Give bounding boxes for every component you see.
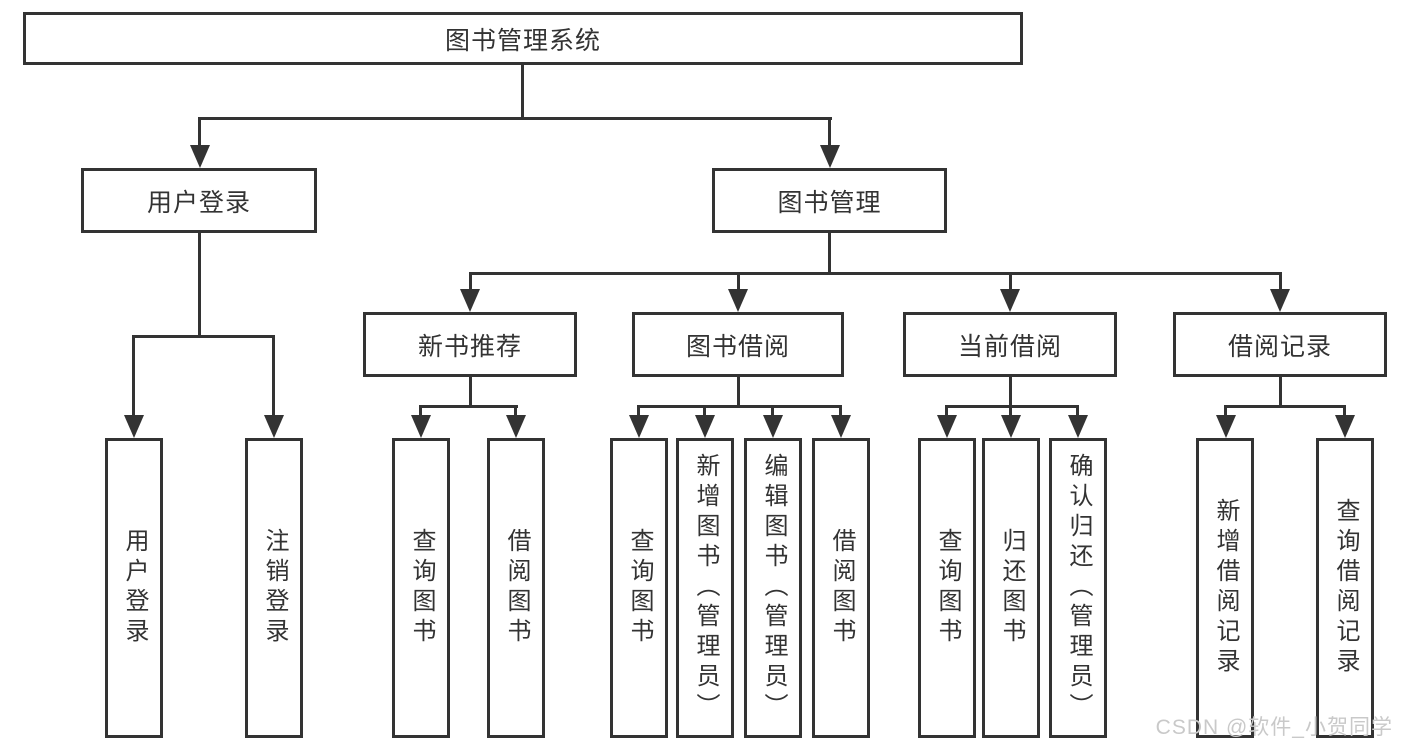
csdn-watermark: CSDN @软件_小贺同学	[1155, 716, 1393, 739]
node-label: 注销登录	[261, 528, 288, 648]
connector-stem	[828, 233, 831, 275]
connector-stem	[1224, 405, 1227, 418]
connector-stem	[737, 272, 740, 292]
arrowhead-down	[937, 415, 957, 438]
node-label: 图书管理	[777, 188, 882, 217]
arrowhead-down	[124, 415, 144, 438]
connector-stem	[737, 377, 740, 407]
leaf-return-books: 归还图书	[982, 438, 1040, 738]
arrowhead-down	[190, 145, 210, 168]
arrowhead-down	[820, 145, 840, 168]
leaf-add-borrow-record: 新增借阅记录	[1196, 438, 1254, 738]
node-new-book-recommendation: 新书推荐	[363, 312, 577, 377]
arrowhead-down	[506, 415, 526, 438]
node-label: 图书借阅	[685, 332, 790, 361]
connector-stem	[945, 405, 948, 418]
connector-stem	[1279, 272, 1282, 292]
arrowhead-down	[831, 415, 851, 438]
arrowhead-down	[629, 415, 649, 438]
node-library-system: 图书管理系统	[23, 12, 1023, 65]
arrowhead-down	[1335, 415, 1355, 438]
node-borrowing-records: 借阅记录	[1173, 312, 1387, 377]
connector-stem	[1076, 405, 1079, 418]
node-label: 新增图书（管理员）	[692, 453, 719, 723]
node-label: 查询图书	[408, 528, 435, 648]
node-label: 借阅图书	[503, 528, 530, 648]
node-label: 归还图书	[998, 528, 1025, 648]
connector-level3-rail	[469, 272, 1282, 275]
connector-rail	[419, 405, 518, 408]
arrowhead-down	[264, 415, 284, 438]
leaf-user-login: 用户登录	[105, 438, 163, 738]
connector-rail	[1224, 405, 1346, 408]
leaf-query-books-recommend: 查询图书	[392, 438, 450, 738]
leaf-query-books-borrowing: 查询图书	[610, 438, 668, 738]
node-book-borrowing: 图书借阅	[632, 312, 844, 377]
connector-rail	[637, 405, 842, 408]
node-label: 当前借阅	[957, 332, 1062, 361]
arrowhead-down	[1270, 289, 1290, 312]
node-user-login: 用户登录	[81, 168, 317, 233]
leaf-logout-login: 注销登录	[245, 438, 303, 738]
node-label: 用户登录	[146, 188, 251, 217]
node-label: 用户登录	[121, 528, 148, 648]
connector-stem	[828, 117, 831, 149]
connector-stem	[1279, 377, 1282, 407]
leaf-edit-books-admin: 编辑图书（管理员）	[744, 438, 802, 738]
node-current-borrowing: 当前借阅	[903, 312, 1117, 377]
node-label: 借阅图书	[828, 528, 855, 648]
connector-stem	[419, 405, 422, 418]
arrowhead-down	[763, 415, 783, 438]
node-label: 编辑图书（管理员）	[760, 453, 787, 723]
connector-stem	[1343, 405, 1346, 418]
leaf-borrow-books-recommend: 借阅图书	[487, 438, 545, 738]
node-label: 查询借阅记录	[1332, 498, 1359, 678]
node-label: 新增借阅记录	[1212, 498, 1239, 678]
connector-level2-rail	[198, 117, 832, 120]
connector-stem	[198, 117, 201, 149]
node-label: 新书推荐	[417, 332, 522, 361]
arrowhead-down	[460, 289, 480, 312]
connector-stem	[771, 405, 774, 418]
arrowhead-down	[728, 289, 748, 312]
connector-stem	[132, 335, 135, 417]
arrowhead-down	[1068, 415, 1088, 438]
connector-rail	[132, 335, 275, 338]
arrowhead-down	[1000, 289, 1020, 312]
arrowhead-down	[695, 415, 715, 438]
leaf-confirm-return-admin: 确认归还（管理员）	[1049, 438, 1107, 738]
leaf-query-books-current: 查询图书	[918, 438, 976, 738]
leaf-add-books-admin: 新增图书（管理员）	[676, 438, 734, 738]
node-book-management: 图书管理	[712, 168, 947, 233]
connector-stem	[1009, 272, 1012, 292]
connector-stem	[469, 377, 472, 407]
node-label: 查询图书	[626, 528, 653, 648]
connector-stem	[514, 405, 517, 418]
leaf-borrow-books-borrowing: 借阅图书	[812, 438, 870, 738]
connector-stem	[198, 233, 201, 337]
arrowhead-down	[411, 415, 431, 438]
leaf-query-borrow-record: 查询借阅记录	[1316, 438, 1374, 738]
connector-stem	[637, 405, 640, 418]
connector-stem	[272, 335, 275, 417]
arrowhead-down	[1001, 415, 1021, 438]
node-label: 确认归还（管理员）	[1065, 453, 1092, 723]
connector-stem	[1009, 405, 1012, 418]
connector-stem	[469, 272, 472, 292]
node-label: 查询图书	[934, 528, 961, 648]
connector-stem	[1009, 377, 1012, 407]
connector-root-trunk	[521, 65, 524, 120]
connector-stem	[703, 405, 706, 418]
node-label: 图书管理系统	[444, 26, 601, 55]
arrowhead-down	[1216, 415, 1236, 438]
node-label: 借阅记录	[1227, 332, 1332, 361]
connector-stem	[839, 405, 842, 418]
